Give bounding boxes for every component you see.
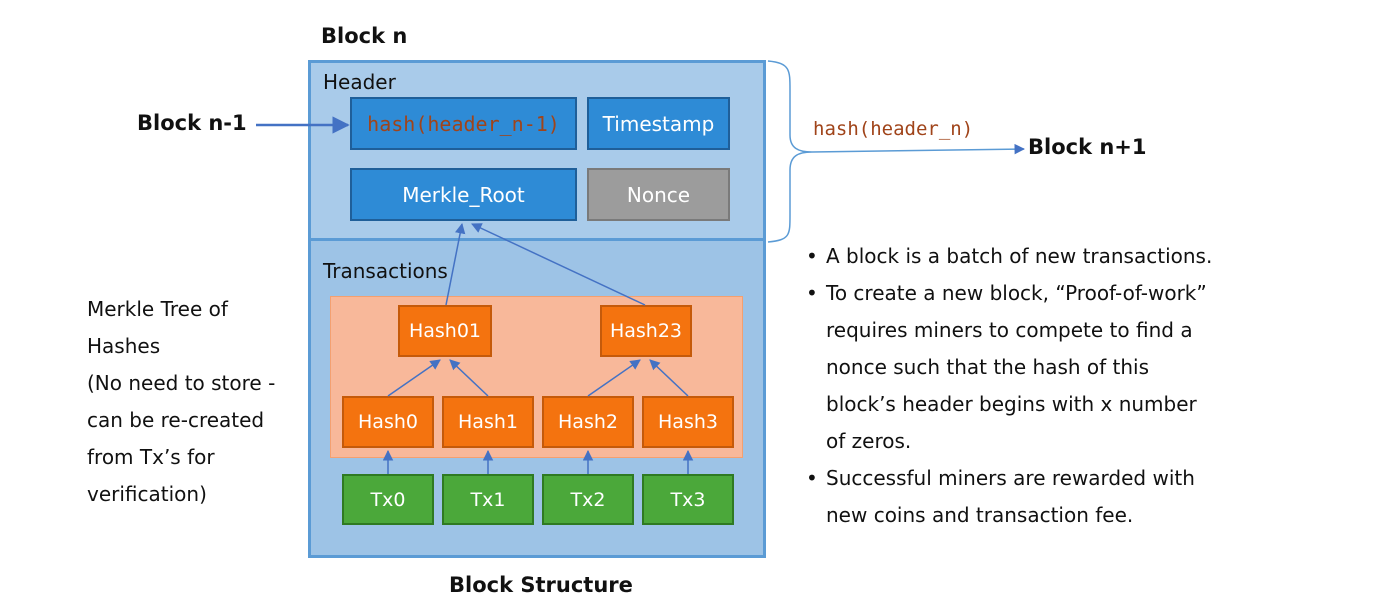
- bullet-line: A block is a batch of new transactions.: [826, 244, 1213, 268]
- hash-label: Hash3: [658, 411, 718, 433]
- hash-box-hash2: Hash2: [542, 396, 634, 448]
- merkle-note: Merkle Tree of Hashes (No need to store …: [87, 291, 302, 513]
- timestamp-label: Timestamp: [602, 111, 715, 136]
- bullet-line: of zeros.: [826, 429, 912, 453]
- timestamp-box: Timestamp: [587, 97, 730, 150]
- hash0-to-hash01-arrow: [387, 359, 441, 397]
- hash-box-hash0: Hash0: [342, 396, 434, 448]
- bullet-line: nonce such that the hash of this: [826, 355, 1150, 379]
- hash1-to-hash01-arrow: [449, 359, 489, 397]
- diagram-caption: Block Structure: [449, 573, 633, 597]
- merkle-root-box: Merkle_Root: [350, 168, 577, 221]
- nonce-label: Nonce: [626, 182, 691, 207]
- prev-hash-label: hash(header_n-1): [367, 111, 560, 136]
- hash-label: Hash0: [358, 411, 418, 433]
- tx-label: Tx2: [570, 488, 606, 511]
- block-title: Block n: [321, 24, 408, 48]
- merkle-note-line: from Tx’s for: [87, 445, 215, 469]
- hash2-to-hash23-arrow: [587, 359, 641, 397]
- tx-box-tx1: Tx1: [442, 474, 534, 525]
- header-title: Header: [323, 70, 396, 94]
- next-block-arrow: [811, 143, 1026, 155]
- transactions-title: Transactions: [323, 259, 448, 283]
- tx-box-tx2: Tx2: [542, 474, 634, 525]
- tx-box-tx3: Tx3: [642, 474, 734, 525]
- prev-block-label: Block n-1: [137, 111, 247, 135]
- bullet-line: block’s header begins with x number: [826, 392, 1197, 416]
- hash-label: Hash01: [408, 320, 482, 342]
- bullet-line: To create a new block, “Proof-of-work”: [826, 281, 1207, 305]
- tx-label: Tx1: [470, 488, 506, 511]
- hash-label: Hash2: [558, 411, 618, 433]
- tx-box-tx0: Tx0: [342, 474, 434, 525]
- tx-label: Tx3: [670, 488, 706, 511]
- bullet-item: To create a new block, “Proof-of-work” r…: [806, 275, 1366, 460]
- hash23-to-root-arrow: [471, 223, 646, 306]
- bullet-list: A block is a batch of new transactions. …: [806, 238, 1366, 534]
- bullet-line: requires miners to compete to find a: [826, 318, 1193, 342]
- merkle-note-line: verification): [87, 482, 207, 506]
- merkle-note-line: can be re-created: [87, 408, 265, 432]
- header-brace: [767, 60, 813, 243]
- hash-box-hash1: Hash1: [442, 396, 534, 448]
- hash01-to-root-arrow: [445, 222, 466, 306]
- next-hash-label: hash(header_n): [813, 118, 974, 140]
- nonce-box: Nonce: [587, 168, 730, 221]
- bullet-item: Successful miners are rewarded with new …: [806, 460, 1366, 534]
- merkle-note-line: (No need to store -: [87, 371, 276, 395]
- bullet-line: new coins and transaction fee.: [826, 503, 1134, 527]
- merkle-root-label: Merkle_Root: [402, 182, 525, 207]
- tx-label: Tx0: [370, 488, 406, 511]
- prev-hash-box: hash(header_n-1): [350, 97, 577, 150]
- hash3-to-hash23-arrow: [649, 359, 689, 397]
- merkle-note-line: Merkle Tree of: [87, 297, 228, 321]
- hash-box-hash01: Hash01: [398, 305, 492, 357]
- hash-label: Hash23: [609, 320, 683, 342]
- bullet-line: Successful miners are rewarded with: [826, 466, 1195, 490]
- merkle-note-line: Hashes: [87, 334, 161, 358]
- hash-box-hash23: Hash23: [600, 305, 692, 357]
- bullet-item: A block is a batch of new transactions.: [806, 238, 1366, 275]
- next-block-label: Block n+1: [1028, 135, 1147, 159]
- hash-label: Hash1: [458, 411, 518, 433]
- hash-box-hash3: Hash3: [642, 396, 734, 448]
